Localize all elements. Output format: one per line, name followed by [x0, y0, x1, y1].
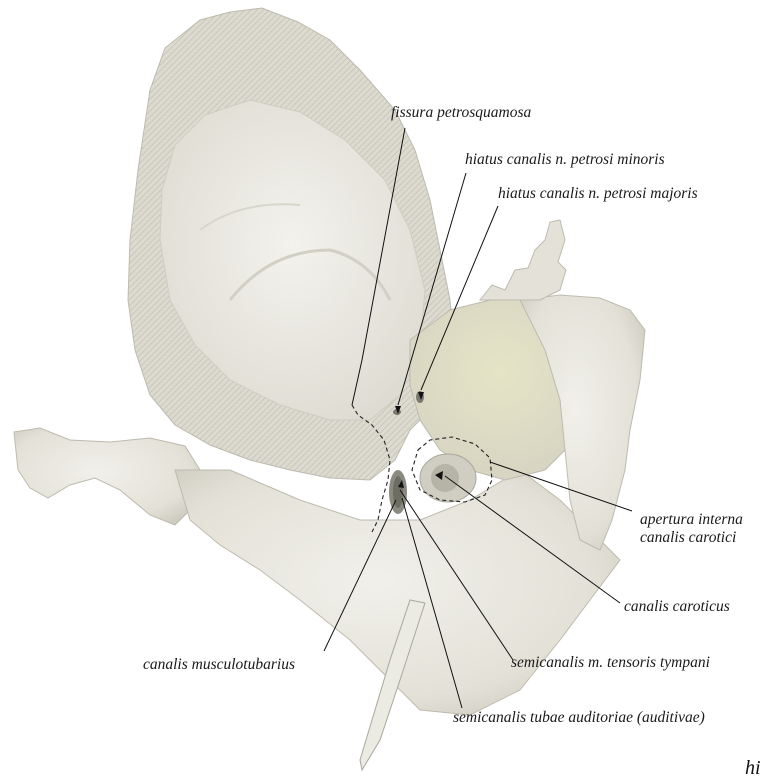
label-canalis-musculotubarius: canalis musculotubarius — [143, 656, 295, 673]
zygomatic-process — [14, 428, 200, 525]
corner-mark: hi — [745, 757, 761, 779]
label-hiatus-minoris: hiatus canalis n. petrosi minoris — [465, 151, 665, 168]
label-semicanalis-tensoris: semicanalis m. tensoris tympani — [511, 654, 710, 671]
label-hiatus-majoris: hiatus canalis n. petrosi majoris — [498, 185, 698, 202]
spiky-edge — [480, 220, 566, 300]
label-canalis-caroticus: canalis caroticus — [624, 598, 730, 615]
label-apertura-line1: apertura interna — [640, 511, 743, 528]
label-semicanalis-tubae: semicanalis tubae auditoriae (auditivae) — [453, 709, 705, 726]
label-apertura-line2: canalis carotici — [640, 529, 736, 546]
label-fissura-petrosquamosa: fissura petrosquamosa — [391, 104, 531, 121]
